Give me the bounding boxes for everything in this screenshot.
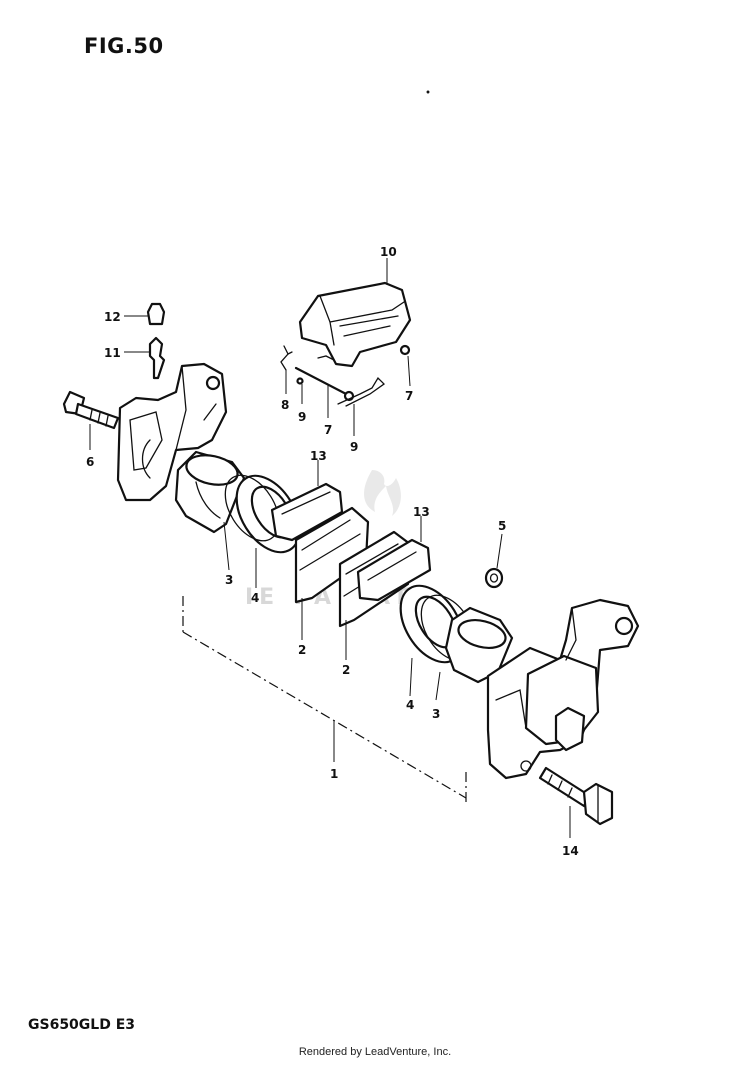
callout-7-left: 7 [324, 423, 332, 437]
callout-2-right: 2 [342, 663, 350, 677]
callout-10: 10 [380, 245, 397, 259]
leader-lines [89, 258, 571, 838]
caliper-bolt-right [538, 766, 614, 826]
callout-4-left: 4 [251, 591, 259, 605]
figure-title: FIG.50 [84, 34, 164, 58]
pin-washer-small [296, 344, 411, 385]
callout-9-left: 9 [298, 410, 306, 424]
callout-4-right: 4 [406, 698, 414, 712]
piston-right [444, 606, 514, 684]
pad-pin [294, 366, 355, 402]
bleeder-cap [146, 302, 166, 326]
piston-left [174, 450, 246, 534]
caliper-bolt-left [62, 390, 120, 430]
assembly-bracket [182, 596, 467, 806]
cotter-pin [280, 345, 293, 371]
pad-cover [298, 281, 412, 368]
callout-13-left: 13 [310, 449, 327, 463]
callout-9-right: 9 [350, 440, 358, 454]
caliper-half-right [486, 598, 640, 780]
pad-shim-right [356, 538, 432, 602]
callout-7-right: 7 [405, 389, 413, 403]
callout-14: 14 [562, 844, 579, 858]
pad-shim-left [270, 482, 344, 542]
bleeder-valve [148, 336, 166, 380]
callout-labels: 1 2 2 3 3 4 4 5 6 7 7 8 9 9 10 11 12 13 … [86, 245, 579, 858]
callout-11: 11 [104, 346, 121, 360]
speck [426, 90, 430, 94]
washer [484, 567, 504, 589]
callout-3-right: 3 [432, 707, 440, 721]
callout-3-left: 3 [225, 573, 233, 587]
callout-13-right: 13 [413, 505, 430, 519]
callout-8: 8 [281, 398, 289, 412]
model-code: GS650GLD E3 [28, 1017, 136, 1033]
callout-1: 1 [330, 767, 338, 781]
callout-2-left: 2 [298, 643, 306, 657]
render-credit: Rendered by LeadVenture, Inc. [298, 1046, 452, 1058]
caliper-half-left [116, 362, 228, 502]
callout-5: 5 [498, 519, 506, 533]
callout-6: 6 [86, 455, 94, 469]
pad-spring [317, 355, 386, 407]
callout-12: 12 [104, 310, 121, 324]
